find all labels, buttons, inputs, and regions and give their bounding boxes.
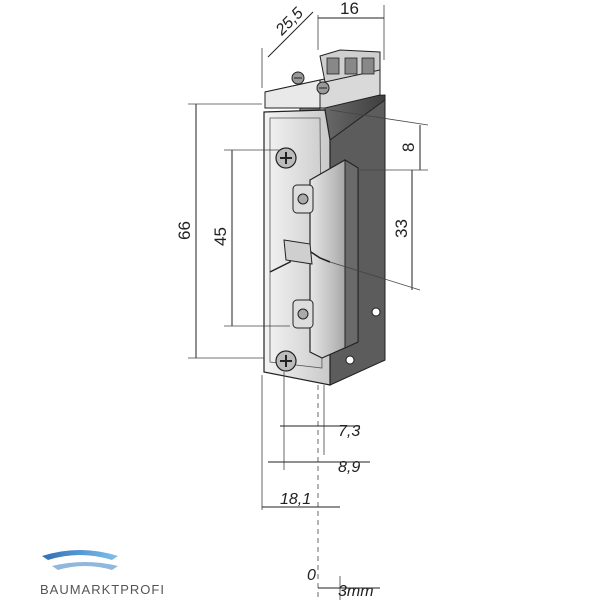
electric-strike-illustration <box>263 49 386 386</box>
baumarktprofi-logo: BAUMARKTPROFI <box>40 550 165 597</box>
dim-right-mid: 33 <box>392 219 411 238</box>
scale-three: 3mm <box>338 583 374 600</box>
screw-bottom-icon <box>275 350 297 372</box>
dim-offset-3: 18,1 <box>280 491 311 508</box>
dim-height-inner: 45 <box>211 227 230 246</box>
scale-zero: 0 <box>307 567 316 584</box>
logo-text: BAUMARKTPROFI <box>40 582 165 597</box>
faceplate <box>263 109 381 386</box>
dim-top-width: 16 <box>340 0 359 18</box>
terminal-block <box>264 49 381 136</box>
dimension-lines <box>188 5 429 600</box>
dimension-labels: 25,5 16 66 45 8 33 7,3 8,9 18,1 0 3mm <box>175 0 418 600</box>
dim-offset-2: 8,9 <box>338 459 360 476</box>
dim-height-total: 66 <box>175 221 194 240</box>
dim-top-depth: 25,5 <box>272 5 307 40</box>
latch <box>269 159 359 359</box>
dim-offset-1: 7,3 <box>338 423 360 440</box>
screw-top-icon <box>275 147 297 169</box>
dim-right-top: 8 <box>399 143 418 152</box>
